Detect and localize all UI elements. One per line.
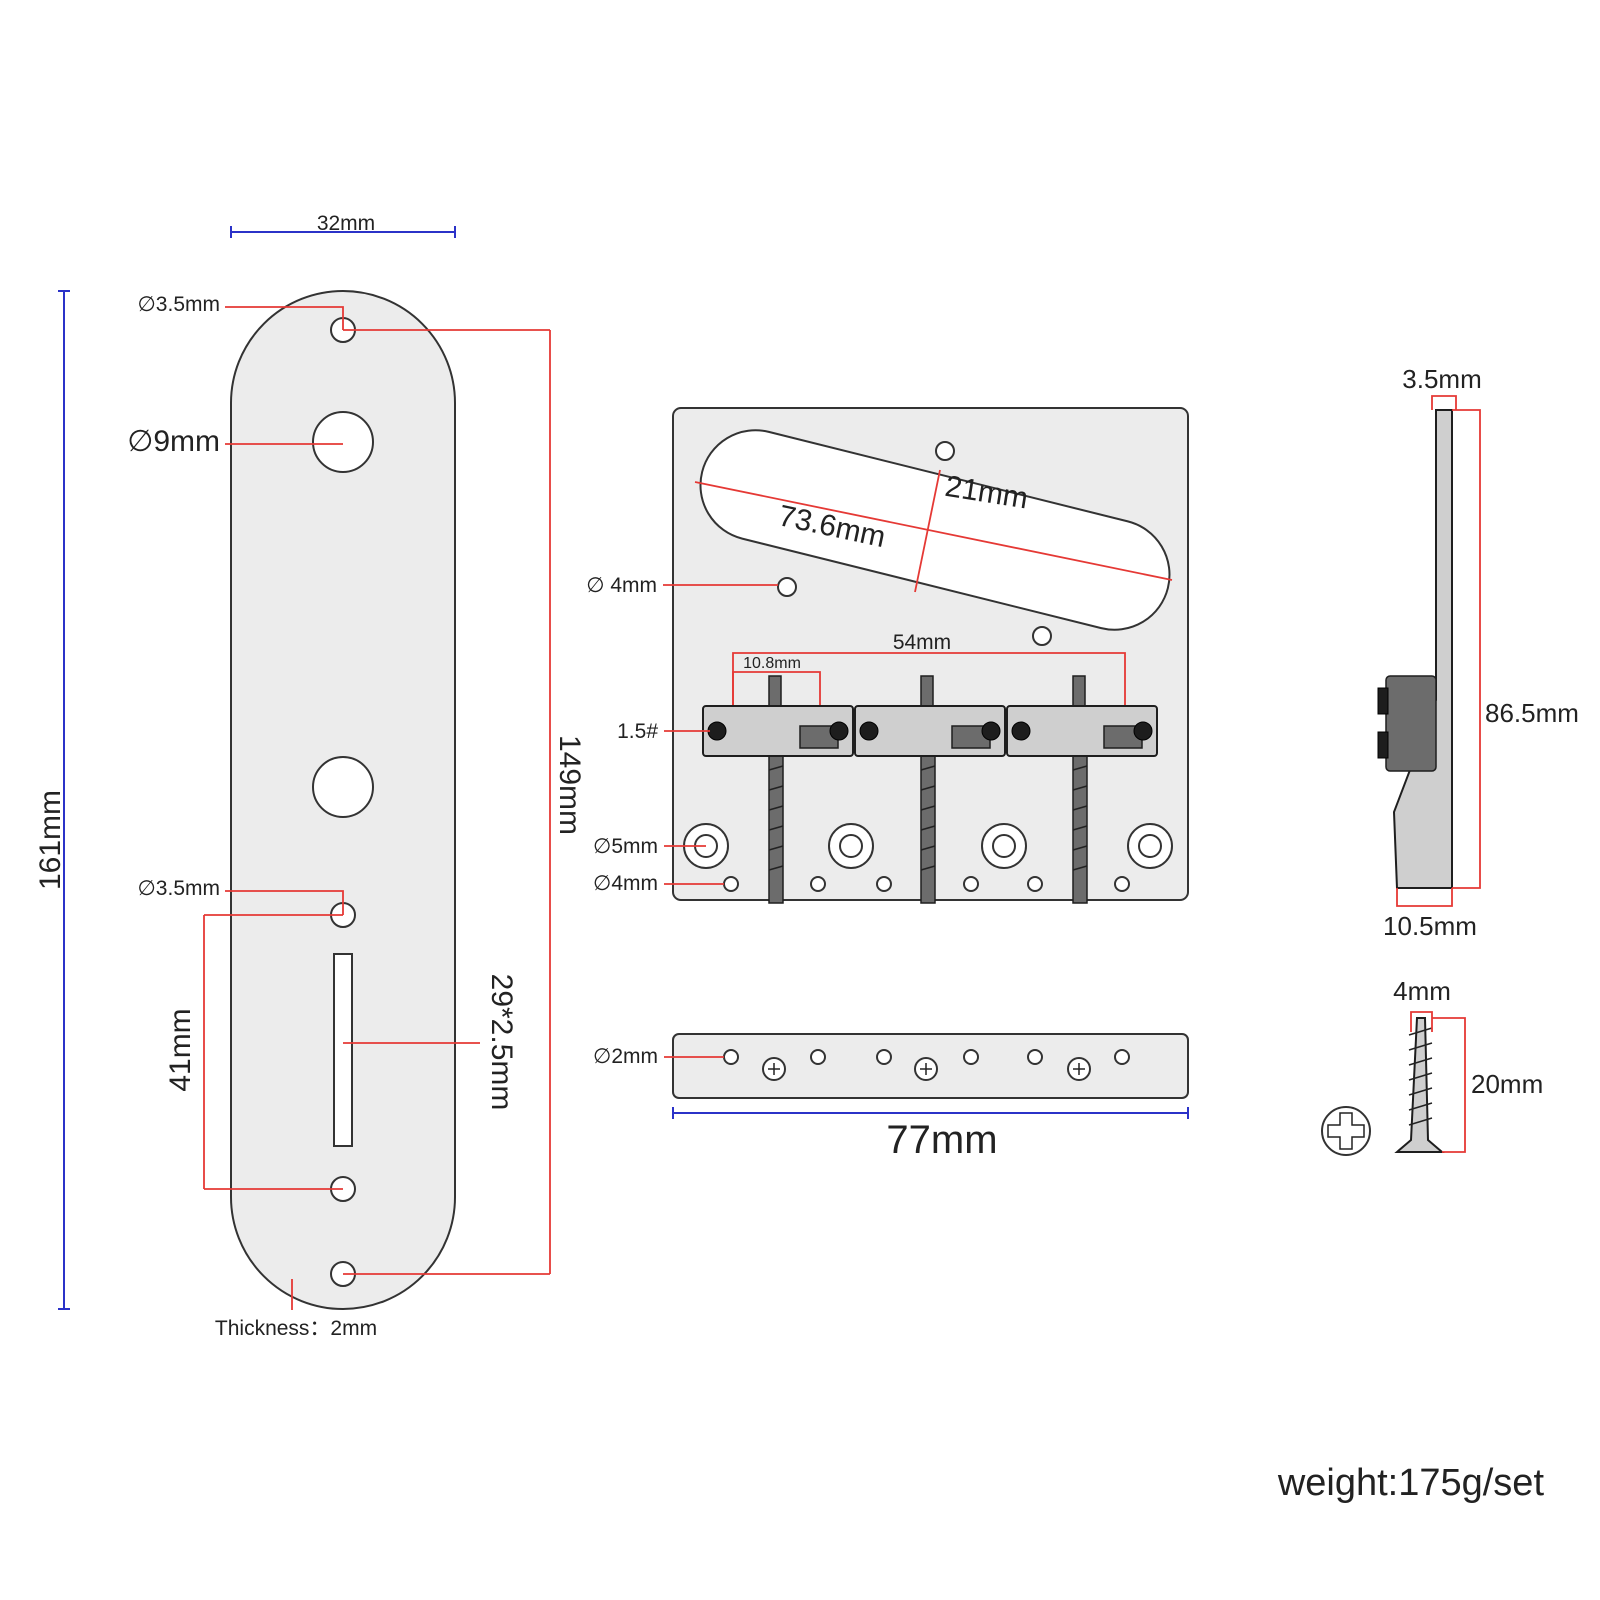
intonation-screw-2 bbox=[920, 675, 936, 904]
mount-hole-callout: ∅5mm bbox=[593, 835, 706, 858]
mount-hole-label: ∅5mm bbox=[593, 835, 658, 858]
saddle-1 bbox=[702, 705, 854, 757]
saddle-height-screw bbox=[859, 721, 879, 741]
thickness-callout: Thickness：2mm bbox=[215, 1279, 377, 1340]
pickup-screw-hole-top bbox=[935, 441, 955, 461]
mount-holes bbox=[683, 823, 1173, 869]
side-height-label: 86.5mm bbox=[1485, 698, 1579, 728]
bridge-back-group: ∅2mm 77mm bbox=[593, 1033, 1189, 1162]
hex-key-callout: 1.5# bbox=[617, 720, 710, 743]
pickup-cutout bbox=[699, 429, 1171, 631]
side-base-label: 10.5mm bbox=[1383, 911, 1477, 941]
pot-hole-label: ∅9mm bbox=[127, 425, 220, 458]
switch-slot bbox=[333, 953, 353, 1147]
saddle-height-screw bbox=[981, 721, 1001, 741]
side-thickness-label: 3.5mm bbox=[1402, 364, 1481, 394]
screw-group: 4mm 20mm bbox=[1321, 976, 1543, 1156]
phillips-screw-head bbox=[1067, 1057, 1091, 1081]
plate-length-label: 161mm bbox=[34, 790, 67, 890]
string-holes bbox=[723, 876, 1130, 892]
saddle-2 bbox=[854, 705, 1006, 757]
bridge-group: 73.6mm 21mm ∅ 4mm 54mm 10.8mm bbox=[586, 407, 1189, 904]
lower-hole-callout: ∅3.5mm bbox=[138, 877, 344, 915]
side-thickness-dimension: 3.5mm bbox=[1402, 364, 1482, 410]
pot-hole-upper bbox=[312, 411, 374, 473]
side-base-dimension: 10.5mm bbox=[1383, 888, 1477, 941]
small-hole-label: ∅4mm bbox=[593, 872, 658, 895]
saddle-profile bbox=[1385, 675, 1437, 772]
pot-hole-callout: ∅9mm bbox=[127, 425, 343, 458]
pickup-screw-hole-callout: ∅ 4mm bbox=[586, 574, 778, 597]
small-hole-callout: ∅4mm bbox=[593, 872, 724, 895]
screw-length-label: 20mm bbox=[1471, 1069, 1543, 1099]
plate-width-dimension: 32mm bbox=[230, 212, 456, 238]
saddle-width-label: 10.8mm bbox=[743, 655, 801, 672]
bridge-side-profile bbox=[1392, 409, 1453, 889]
bridge-width-label: 77mm bbox=[886, 1118, 997, 1162]
side-view-group: 3.5mm 86.5mm 10.5mm bbox=[1377, 364, 1579, 941]
saddle-height-screw bbox=[1133, 721, 1153, 741]
screw-diameter-label: 4mm bbox=[1393, 976, 1451, 1006]
phillips-head-icon bbox=[1321, 1106, 1371, 1156]
pot-hole-lower bbox=[312, 756, 374, 818]
top-hole-callout: ∅3.5mm bbox=[138, 293, 344, 330]
saddle-height-screw bbox=[829, 721, 849, 741]
plate-length-dimension: 161mm bbox=[34, 290, 70, 1310]
top-hole-label: ∅3.5mm bbox=[138, 293, 220, 316]
saddle-height-screw bbox=[707, 721, 727, 741]
slot-spacing-label: 41mm bbox=[164, 1008, 197, 1091]
lower-hole-label: ∅3.5mm bbox=[138, 877, 220, 900]
pickup-screw-hole-left bbox=[777, 577, 797, 597]
phillips-screw-head bbox=[914, 1057, 938, 1081]
back-hole-label: ∅2mm bbox=[593, 1045, 658, 1068]
saddle-height-screw bbox=[1011, 721, 1031, 741]
thickness-label: Thickness：2mm bbox=[215, 1317, 377, 1340]
control-plate-group: 32mm 161mm ∅3.5mm ∅9mm ∅3.5mm 149mm bbox=[34, 212, 586, 1340]
slot-size-callout: 29*2.5mm bbox=[343, 974, 518, 1111]
slot-spacing-dimension: 41mm bbox=[164, 914, 343, 1190]
hex-key-label: 1.5# bbox=[617, 720, 658, 743]
intonation-screw-3 bbox=[1072, 675, 1088, 904]
back-hole-callout: ∅2mm bbox=[593, 1045, 724, 1068]
phillips-screw-head bbox=[762, 1057, 786, 1081]
saddle-span-label: 54mm bbox=[893, 631, 951, 654]
side-height-dimension: 86.5mm bbox=[1452, 409, 1579, 889]
slot-size-label: 29*2.5mm bbox=[485, 974, 518, 1111]
intonation-screw-1 bbox=[768, 675, 784, 904]
bridge-width-dimension: 77mm bbox=[672, 1107, 1189, 1162]
saddle-3 bbox=[1006, 705, 1158, 757]
hole-spacing-label: 149mm bbox=[553, 735, 586, 835]
screw-length-dimension: 20mm bbox=[1432, 1017, 1543, 1153]
hole-spacing-dimension: 149mm bbox=[343, 329, 586, 1275]
plate-width-label: 32mm bbox=[317, 212, 375, 235]
saddle-width-dimension: 10.8mm bbox=[732, 655, 821, 706]
screw-diameter-dimension: 4mm bbox=[1393, 976, 1451, 1032]
wood-screw-icon bbox=[1394, 1017, 1445, 1153]
weight-label: weight:175g/set bbox=[1277, 1462, 1545, 1504]
pickup-screw-hole-label: ∅ 4mm bbox=[586, 574, 657, 597]
pickup-screw-hole-right bbox=[1032, 626, 1052, 646]
